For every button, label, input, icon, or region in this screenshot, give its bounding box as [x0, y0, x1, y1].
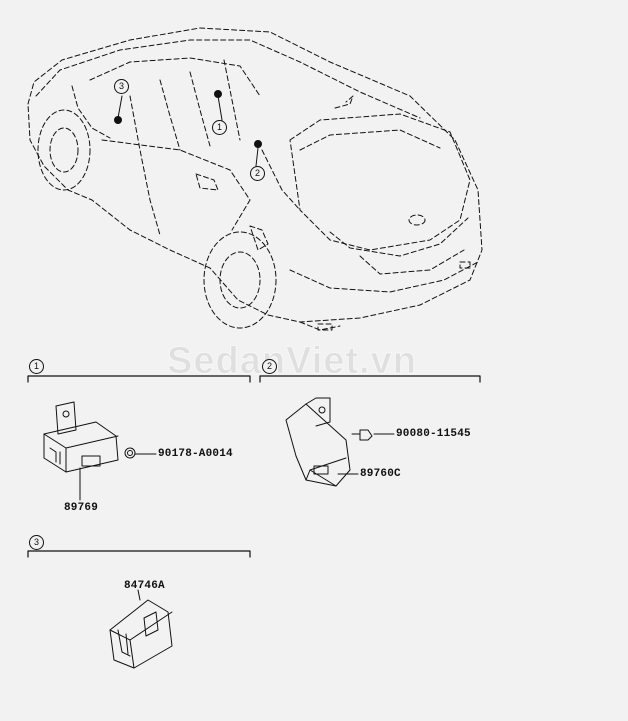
part-84746a-drawing: [109, 589, 173, 669]
part-label-89760c: 89760C: [360, 468, 401, 480]
callout-section-3: 3: [29, 535, 44, 550]
vehicle-leaders: [114, 90, 262, 167]
callout-car-2: 2: [250, 166, 265, 181]
part-label-90080-11545: 90080-11545: [396, 428, 471, 440]
part-label-89769: 89769: [64, 502, 99, 514]
callout-car-3: 3: [114, 79, 129, 94]
part-label-90178-a0014: 90178-A0014: [158, 448, 233, 460]
part-89760c-drawing: [285, 397, 395, 487]
vehicle-outline: [27, 27, 483, 331]
callout-car-1: 1: [212, 120, 227, 135]
watermark-text: SedanViet.vn: [167, 340, 417, 383]
part-label-84746a: 84746A: [124, 580, 165, 592]
section-rules: [27, 375, 481, 558]
part-89769-drawing: [43, 401, 157, 501]
callout-section-1: 1: [29, 359, 44, 374]
callout-section-2: 2: [262, 359, 277, 374]
